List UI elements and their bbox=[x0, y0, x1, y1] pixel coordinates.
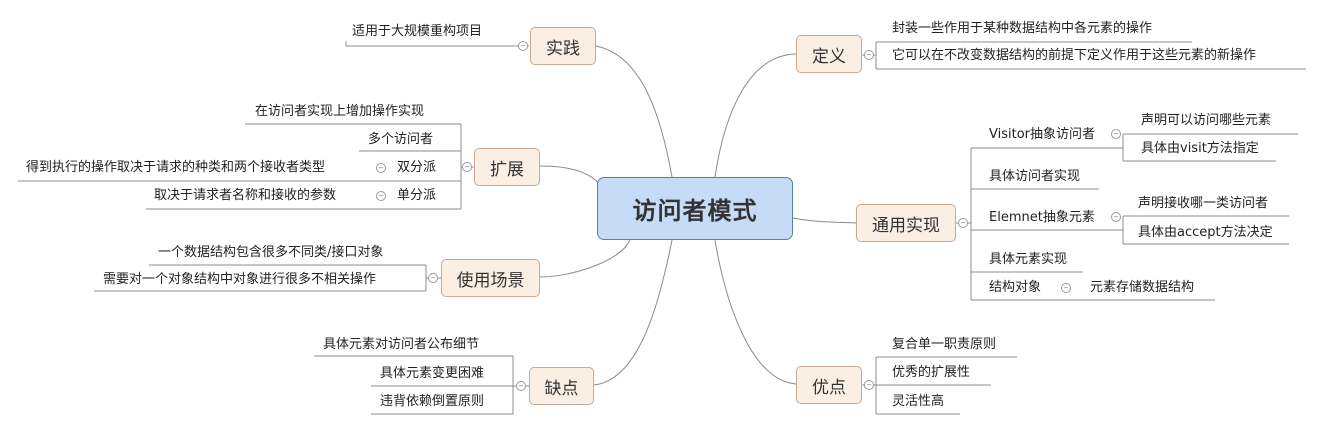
extension-item[interactable]: 在访问者实现上增加操作实现 bbox=[255, 104, 425, 119]
topic-usage[interactable]: 使用场景 bbox=[441, 259, 540, 297]
collapse-toggle-icon[interactable]: − bbox=[462, 162, 472, 172]
element-item[interactable]: 声明接收哪一类访问者 bbox=[1138, 196, 1269, 211]
collapse-toggle-icon[interactable]: − bbox=[518, 41, 528, 51]
definition-item[interactable]: 它可以在不改变数据结构的前提下定义作用于这些元素的新操作 bbox=[892, 48, 1257, 63]
double-dispatch-desc[interactable]: 得到执行的操作取决于请求的种类和两个接收者类型 bbox=[26, 160, 326, 175]
practice-item[interactable]: 适用于大规模重构项目 bbox=[352, 24, 483, 39]
visitor-node[interactable]: Visitor抽象访问者 bbox=[989, 127, 1095, 142]
collapse-toggle-icon[interactable]: − bbox=[958, 218, 968, 228]
collapse-toggle-icon[interactable]: − bbox=[864, 50, 874, 60]
extension-item[interactable]: 多个访问者 bbox=[368, 132, 434, 147]
visitor-item[interactable]: 具体由visit方法指定 bbox=[1141, 141, 1259, 156]
pros-item[interactable]: 优秀的扩展性 bbox=[892, 365, 971, 380]
pros-item[interactable]: 复合单一职责原则 bbox=[892, 337, 997, 352]
concrete-visitor-node[interactable]: 具体访问者实现 bbox=[989, 169, 1081, 184]
structure-node[interactable]: 结构对象 bbox=[989, 280, 1042, 295]
topic-cons[interactable]: 缺点 bbox=[529, 367, 594, 405]
cons-item[interactable]: 具体元素对访问者公布细节 bbox=[323, 337, 480, 352]
topic-general-implementation[interactable]: 通用实现 bbox=[856, 204, 956, 242]
cons-item[interactable]: 具体元素变更困难 bbox=[380, 366, 485, 381]
visitor-item[interactable]: 声明可以访问哪些元素 bbox=[1141, 113, 1272, 128]
pros-item[interactable]: 灵活性高 bbox=[892, 394, 945, 409]
usage-item[interactable]: 一个数据结构包含很多不同类/接口对象 bbox=[158, 245, 384, 260]
concrete-element-node[interactable]: 具体元素实现 bbox=[989, 252, 1068, 267]
collapse-toggle-icon[interactable]: − bbox=[428, 273, 438, 283]
double-dispatch-node[interactable]: 双分派 bbox=[397, 160, 437, 175]
collapse-toggle-icon[interactable]: − bbox=[1111, 212, 1121, 222]
topic-definition[interactable]: 定义 bbox=[796, 35, 862, 73]
element-node[interactable]: Elemnet抽象元素 bbox=[989, 210, 1095, 225]
topic-extension[interactable]: 扩展 bbox=[474, 148, 540, 186]
cons-item[interactable]: 违背依赖倒置原则 bbox=[380, 394, 485, 409]
single-dispatch-desc[interactable]: 取决于请求者名称和接收的参数 bbox=[154, 188, 337, 203]
topic-practice[interactable]: 实践 bbox=[530, 27, 596, 65]
collapse-toggle-icon[interactable]: − bbox=[1111, 129, 1121, 139]
collapse-toggle-icon[interactable]: − bbox=[376, 191, 386, 201]
structure-item[interactable]: 元素存储数据结构 bbox=[1090, 280, 1195, 295]
single-dispatch-node[interactable]: 单分派 bbox=[397, 188, 437, 203]
collapse-toggle-icon[interactable]: − bbox=[516, 381, 526, 391]
collapse-toggle-icon[interactable]: − bbox=[864, 380, 874, 390]
central-topic[interactable]: 访问者模式 bbox=[597, 177, 793, 240]
element-item[interactable]: 具体由accept方法决定 bbox=[1138, 225, 1273, 240]
topic-pros[interactable]: 优点 bbox=[796, 366, 862, 404]
usage-item[interactable]: 需要对一个对象结构中对象进行很多不相关操作 bbox=[103, 272, 377, 287]
definition-item[interactable]: 封装一些作用于某种数据结构中各元素的操作 bbox=[892, 21, 1153, 36]
collapse-toggle-icon[interactable]: − bbox=[376, 163, 386, 173]
collapse-toggle-icon[interactable]: − bbox=[1061, 283, 1071, 293]
